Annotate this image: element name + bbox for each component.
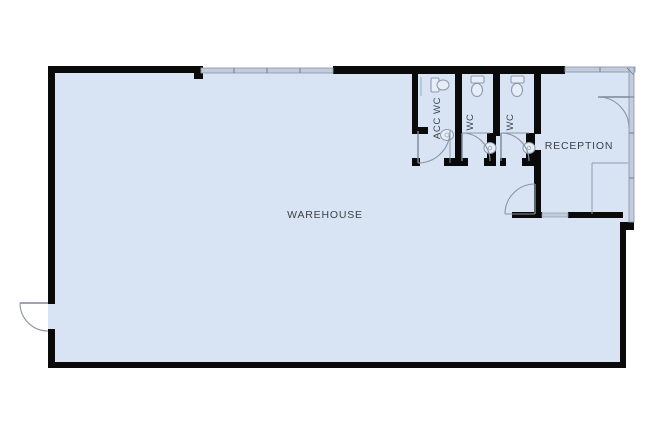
warehouse-north-glazing (200, 67, 334, 74)
room-label-reception: RECEPTION (545, 140, 613, 152)
wall-east-lower (620, 226, 626, 366)
basin-wc-1 (483, 141, 497, 155)
wall-wc1-south-jamb (484, 158, 496, 166)
wall-reception-south-left (512, 212, 542, 218)
door-wc-2 (500, 132, 530, 162)
wall-east-step-corner (620, 222, 634, 230)
wall-west-lower (48, 329, 55, 368)
floor-fill-side-alcove (48, 303, 55, 330)
room-label-wc-2: WC (505, 113, 516, 130)
door-main-entrance (597, 96, 630, 129)
wall-north-wc-run (333, 66, 565, 74)
wall-divider-accwc-wc1 (455, 74, 462, 166)
wall-acc-wc-south-run (444, 158, 462, 166)
reception-north-glazing (564, 66, 636, 73)
wall-wc1-south (462, 158, 468, 166)
room-labels-group: WAREHOUSE ACC WC WC WC RECEPTION (287, 97, 613, 221)
wall-acc-wc-west-upper (412, 74, 418, 134)
wall-reception-west-lower (534, 150, 541, 216)
wall-wc2-south (500, 158, 506, 166)
toilet-acc-wc (430, 77, 450, 93)
wall-south (48, 362, 626, 368)
wall-north-left-stub (48, 66, 200, 73)
wall-acc-wc-south (412, 158, 420, 166)
basin-wc-2 (522, 141, 536, 155)
wall-acc-wc-west-jamb (412, 127, 428, 134)
reception-east-glazing (626, 66, 635, 223)
glazing-corner-tick (626, 67, 635, 76)
wall-wc2-south-jamb (522, 158, 535, 166)
toilet-wc-2 (510, 75, 525, 98)
wall-divider-wc1-wc2 (493, 74, 500, 136)
room-label-warehouse: WAREHOUSE (287, 209, 363, 221)
room-label-acc-wc: ACC WC (432, 97, 443, 139)
door-reception-to-warehouse (504, 183, 536, 215)
door-acc-wc (417, 130, 451, 164)
doors-group (19, 96, 630, 332)
room-label-wc-1: WC (465, 113, 476, 130)
wall-reception-west-upper (534, 74, 541, 134)
door-wc-1 (461, 132, 491, 162)
wall-north-pier (194, 66, 203, 79)
threshold-reception-south (541, 212, 569, 218)
door-warehouse-side-entrance (19, 302, 49, 332)
wall-west-upper (48, 66, 55, 304)
toilet-wc-1 (470, 75, 485, 98)
exterior-walls-group (48, 66, 634, 368)
sanitary-fixtures-group (420, 75, 536, 155)
wall-reception-south-right (568, 212, 623, 218)
glazing-band-reception-east (628, 66, 635, 223)
reception-interior-feature (591, 162, 628, 214)
